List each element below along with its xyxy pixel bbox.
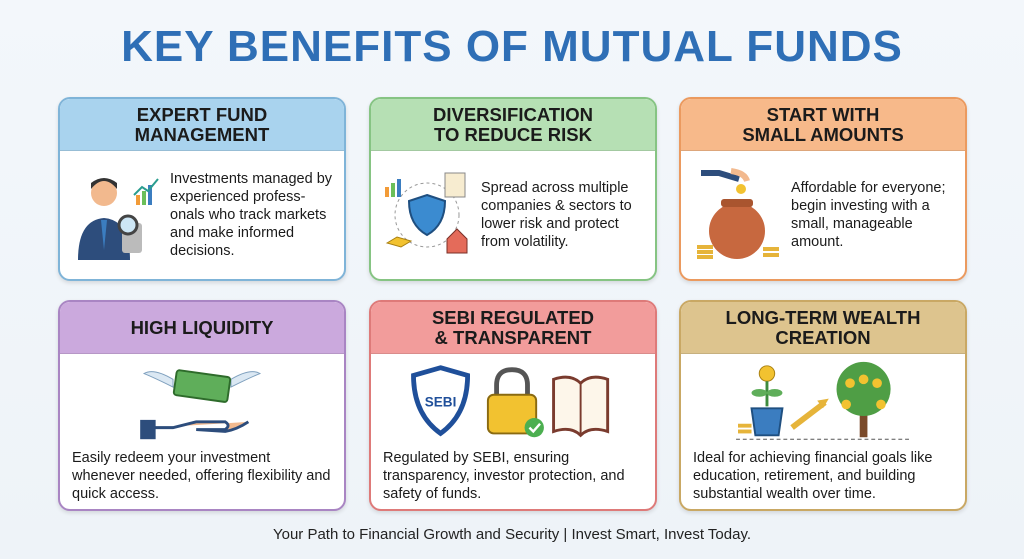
card-expert-fund-management: EXPERT FUND MANAGEMENT Investments manag… (58, 97, 346, 281)
card-description: Spread across multiple companies & secto… (481, 180, 632, 250)
card-heading: LONG-TERM WEALTH CREATION (681, 302, 965, 354)
card-high-liquidity: HIGH LIQUIDITY Easily redeem your invest… (58, 300, 346, 511)
card-small-amounts: START WITH SMALL AMOUNTS Affordable for … (679, 97, 967, 281)
card-description: Ideal for achieving financial goals like… (693, 450, 933, 502)
card-description: Easily redeem your investment whenever n… (72, 450, 331, 502)
card-description: Regulated by SEBI, ensuring transparency… (383, 450, 625, 502)
fund-manager-icon (78, 178, 159, 260)
card-diversification: DIVERSIFICATION TO REDUCE RISK Spread ac… (369, 97, 657, 281)
diversification-shield-icon (385, 172, 468, 254)
piggy-pot-coins-icon (697, 168, 779, 259)
card-description: Investments managed by experienced profe… (170, 171, 333, 259)
card-heading: DIVERSIFICATION TO REDUCE RISK (371, 99, 655, 151)
card-sebi-regulated: SEBI REGULATED & TRANSPARENT SEBI Regula… (369, 300, 657, 511)
card-long-term-wealth: LONG-TERM WEALTH CREATION Ideal for achi… (679, 300, 967, 511)
flying-money-hand-icon (140, 369, 262, 440)
svg-text:SEBI: SEBI (425, 394, 457, 409)
card-heading: EXPERT FUND MANAGEMENT (60, 99, 344, 151)
money-tree-growth-icon (736, 361, 910, 440)
card-description: Affordable for everyone; begin investing… (791, 180, 946, 250)
sebi-shield-lock-book-icon: SEBI (411, 365, 610, 438)
card-heading: SEBI REGULATED & TRANSPARENT (371, 302, 655, 354)
card-heading: START WITH SMALL AMOUNTS (681, 99, 965, 151)
card-heading: HIGH LIQUIDITY (60, 302, 344, 354)
page-title: KEY BENEFITS OF MUTUAL FUNDS (121, 22, 903, 71)
footer-tagline: Your Path to Financial Growth and Securi… (272, 526, 752, 543)
